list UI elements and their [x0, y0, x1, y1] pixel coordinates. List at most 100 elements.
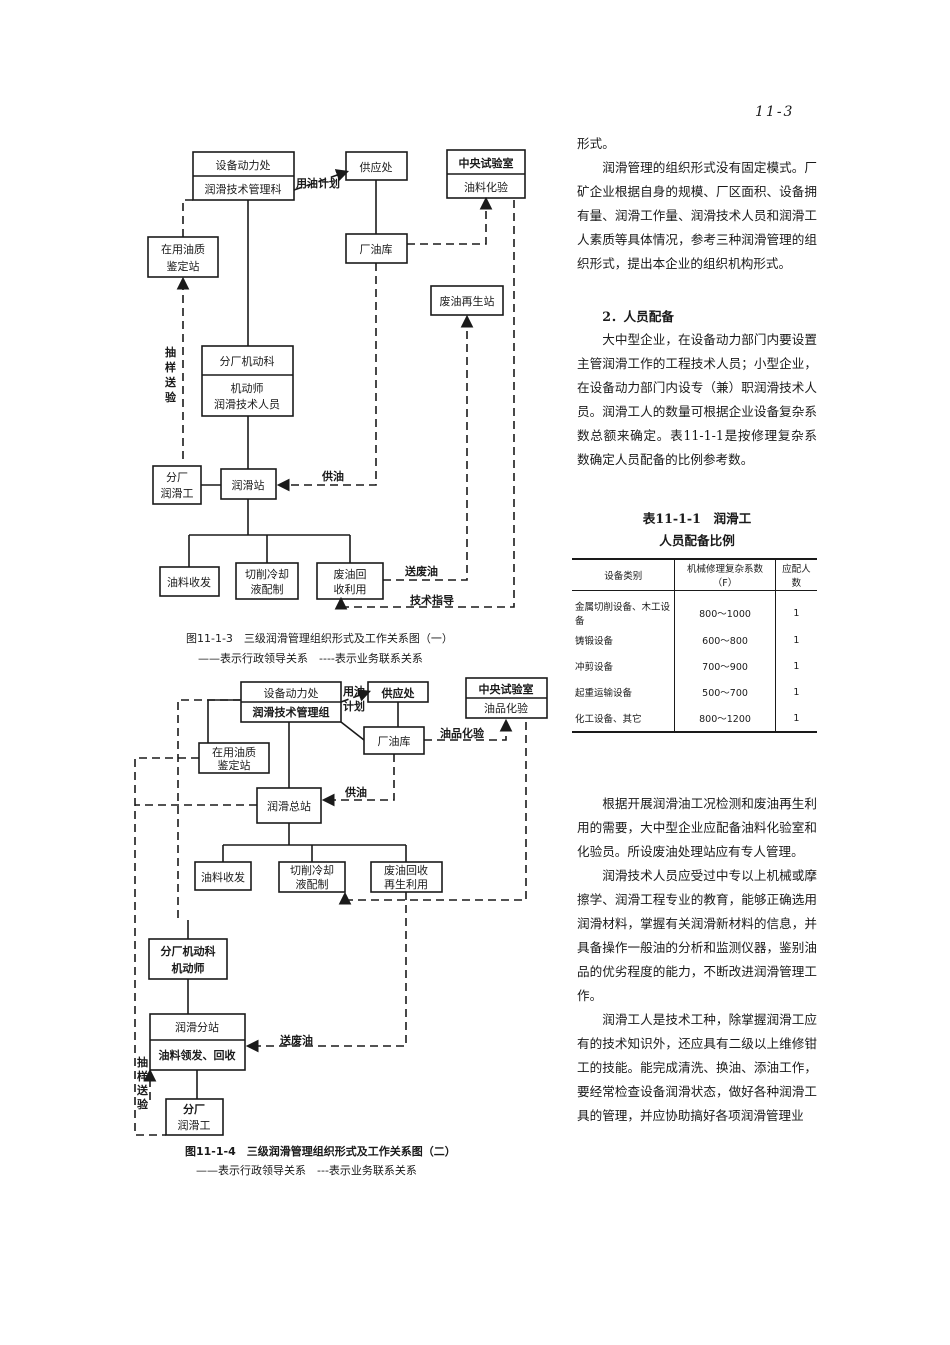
label-supply-dept-2: 供应处	[381, 686, 416, 700]
label-branch-lubricator-1: 分厂	[166, 471, 188, 484]
label-oil-plan: 用油计划	[296, 176, 340, 190]
label-waste-oil-regen-2-2: 再生利用	[384, 877, 428, 891]
text-block-1: 形式。 润滑管理的组织形式没有固定模式。厂矿企业根据自身的规模、厂区面积、设备拥…	[577, 132, 817, 276]
label-branch-lubricator-2: 润滑工	[161, 486, 194, 500]
label-oil-dispatch: 油料收发	[167, 575, 211, 589]
label-coolant-prep-2: 液配制	[251, 582, 284, 596]
label-send-waste-oil-2: 送废油	[279, 1033, 313, 1047]
label-oil-quality-1: 在用油质	[161, 242, 205, 256]
para-organization: 润滑管理的组织形式没有固定模式。厂矿企业根据自身的规模、厂区面积、设备拥有量、润…	[577, 160, 817, 271]
para-tech-staff: 润滑技术人员应受过中专以上机械或摩擦学、润滑工程专业的教育，能够正确选用润滑材料…	[577, 868, 817, 1003]
table-row: 冲剪设备 700～900 1	[572, 653, 817, 679]
cell: 1	[774, 705, 817, 733]
label-oil-product-testing: 油品化验	[484, 701, 528, 715]
box-branch-lubricator	[152, 465, 202, 505]
label-lube-tech-staff: 润滑技术人员	[214, 397, 280, 411]
label-oil-quality-2-2: 鉴定站	[218, 758, 251, 772]
table-row: 化工设备、其它 800～1200 1	[572, 705, 817, 733]
box-branch-mech-dept-2	[148, 938, 228, 980]
th-equipment-type: 设备类别	[572, 558, 675, 591]
label-branch-lubricator-2-1: 分厂	[183, 1102, 205, 1116]
label-waste-oil-recovery-2: 收利用	[334, 582, 367, 596]
label-central-lab: 中央试验室	[459, 156, 514, 170]
cell: 1	[774, 679, 817, 705]
table-row: 起重运输设备 500～700 1	[572, 679, 817, 705]
cell: 800～1000	[674, 590, 776, 627]
cell: 1	[774, 627, 817, 653]
th-complexity: 机械修理复杂系数（F）	[674, 558, 776, 591]
label-sample-2: 样	[165, 360, 176, 374]
label-sample-2-2: 样	[137, 1069, 148, 1083]
box-branch-lubricator-2	[165, 1098, 224, 1136]
label-supply-oil-2: 供油	[344, 785, 367, 799]
label-coolant-prep-2-1: 切削冷却	[290, 863, 334, 877]
label-oil-use: 用油	[343, 684, 365, 698]
label-lube-tech-group: 润滑技术管理组	[253, 705, 330, 719]
label-send-waste-oil: 送废油	[404, 564, 438, 578]
cell: 1	[774, 653, 817, 679]
staffing-table: 设备类别 机械修理复杂系数（F） 应配人数 金属切削设备、木工设备 800～10…	[572, 558, 817, 733]
fig2-legend: ——表示行政领导关系 ---表示业务联系关系	[196, 1164, 417, 1177]
figure-11-1-4: 设备动力处 润滑技术管理组 供应处 中央试验室 油品化验 在用油质 鉴定站 厂油…	[134, 677, 548, 1136]
box-lube-substation	[149, 1013, 246, 1071]
cell: 化工设备、其它	[572, 705, 675, 733]
label-oil-product-test: 油品化验	[440, 726, 485, 740]
label-oil-quality-2-1: 在用油质	[212, 745, 256, 759]
para-oil-lab: 根据开展润滑油工况检测和废油再生利用的需要，大中型企业应配备油料化验室和化验员。…	[577, 796, 817, 859]
section-staffing: 2．人员配备	[602, 309, 674, 324]
label-waste-oil-regen-2-1: 废油回收	[384, 863, 428, 877]
label-lube-substation: 润滑分站	[175, 1020, 219, 1034]
fig2-caption: 图11-1-4 三级润滑管理组织形式及工作关系图（二）	[185, 1145, 456, 1158]
para-staffing: 大中型企业，在设备动力部门内要设置主管润滑工作的工程技术人员；小型企业，在设备动…	[577, 332, 817, 467]
label-equipment-power-dept: 设备动力处	[216, 158, 271, 172]
label-lube-head-station: 润滑总站	[267, 799, 311, 813]
page-number: 11-3	[755, 104, 795, 120]
label-supply-oil: 供油	[321, 469, 344, 483]
label-plan: 计划	[343, 699, 365, 713]
label-factory-oil-depot-2: 厂油库	[378, 734, 411, 748]
cell: 金属切削设备、木工设备	[575, 602, 671, 627]
label-equipment-power-dept-2: 设备动力处	[264, 686, 319, 700]
cell: 600～800	[674, 627, 776, 653]
table-row: 金属切削设备、木工设备 800～1000 1	[572, 590, 817, 627]
label-branch-mech-dept-2: 分厂机动科	[161, 944, 216, 958]
label-coolant-prep-2-2: 液配制	[296, 877, 329, 891]
box-coolant-prep-2	[278, 861, 346, 893]
table-row: 铸锻设备 600～800 1	[572, 627, 817, 653]
fig1-legend: ——表示行政领导关系 ----表示业务联系关系	[198, 652, 423, 665]
label-tech-guidance: 技术指导	[410, 593, 454, 607]
label-sample-2-3: 送	[136, 1083, 149, 1097]
cell: 起重运输设备	[575, 688, 633, 699]
cell: 冲剪设备	[575, 662, 614, 673]
text-block-3: 根据开展润滑油工况检测和废油再生利用的需要，大中型企业应配备油料化验室和化验员。…	[577, 792, 817, 1128]
label-factory-oil-depot: 厂油库	[360, 242, 393, 256]
label-sample-1: 抽	[165, 345, 176, 359]
label-coolant-prep-1: 切削冷却	[245, 567, 289, 581]
label-mech-engineer-2: 机动师	[172, 961, 205, 975]
label-branch-mech-dept: 分厂机动科	[220, 354, 275, 368]
text-block-2: 大中型企业，在设备动力部门内要设置主管润滑工作的工程技术人员；小型企业，在设备动…	[577, 328, 817, 472]
box-waste-oil-regen	[430, 285, 504, 316]
para-form-end: 形式。	[577, 136, 615, 151]
label-sample-4: 验	[165, 390, 177, 404]
label-oil-dispatch-2: 油料收发	[201, 870, 245, 884]
label-oil-testing: 油料化验	[464, 180, 508, 194]
cell: 铸锻设备	[575, 636, 614, 647]
para-lubricators: 润滑工人是技术工种，除掌握润滑工应有的技术知识外，还应具有二级以上维修钳工的技能…	[577, 1012, 817, 1123]
th-staff-count: 应配人数	[774, 558, 817, 591]
cell: 700～900	[674, 653, 776, 679]
box-oil-quality-station-2	[198, 742, 270, 774]
box-oil-dispatch	[159, 566, 220, 597]
label-oil-quality-2: 鉴定站	[167, 259, 200, 273]
cell: 800～1200	[674, 705, 776, 733]
table-title-2: 人员配备比例	[659, 533, 735, 548]
label-sample-3: 送	[164, 375, 177, 389]
label-oil-issue-recovery: 油料领发、回收	[159, 1048, 236, 1062]
figure-11-1-3: 设备动力处 润滑技术管理科 供应处 中央试验室 油料化验 在用油质 鉴定站 厂油…	[147, 149, 526, 610]
label-waste-oil-regen: 废油再生站	[440, 294, 495, 308]
table-title-1: 表11-1-1 润滑工	[642, 511, 752, 526]
fig1-caption: 图11-1-3 三级润滑管理组织形式及工作关系图（一）	[186, 632, 453, 645]
label-waste-oil-recovery-1: 废油回	[334, 567, 367, 581]
box-waste-oil-recovery	[316, 562, 384, 600]
label-supply-dept: 供应处	[360, 160, 393, 174]
